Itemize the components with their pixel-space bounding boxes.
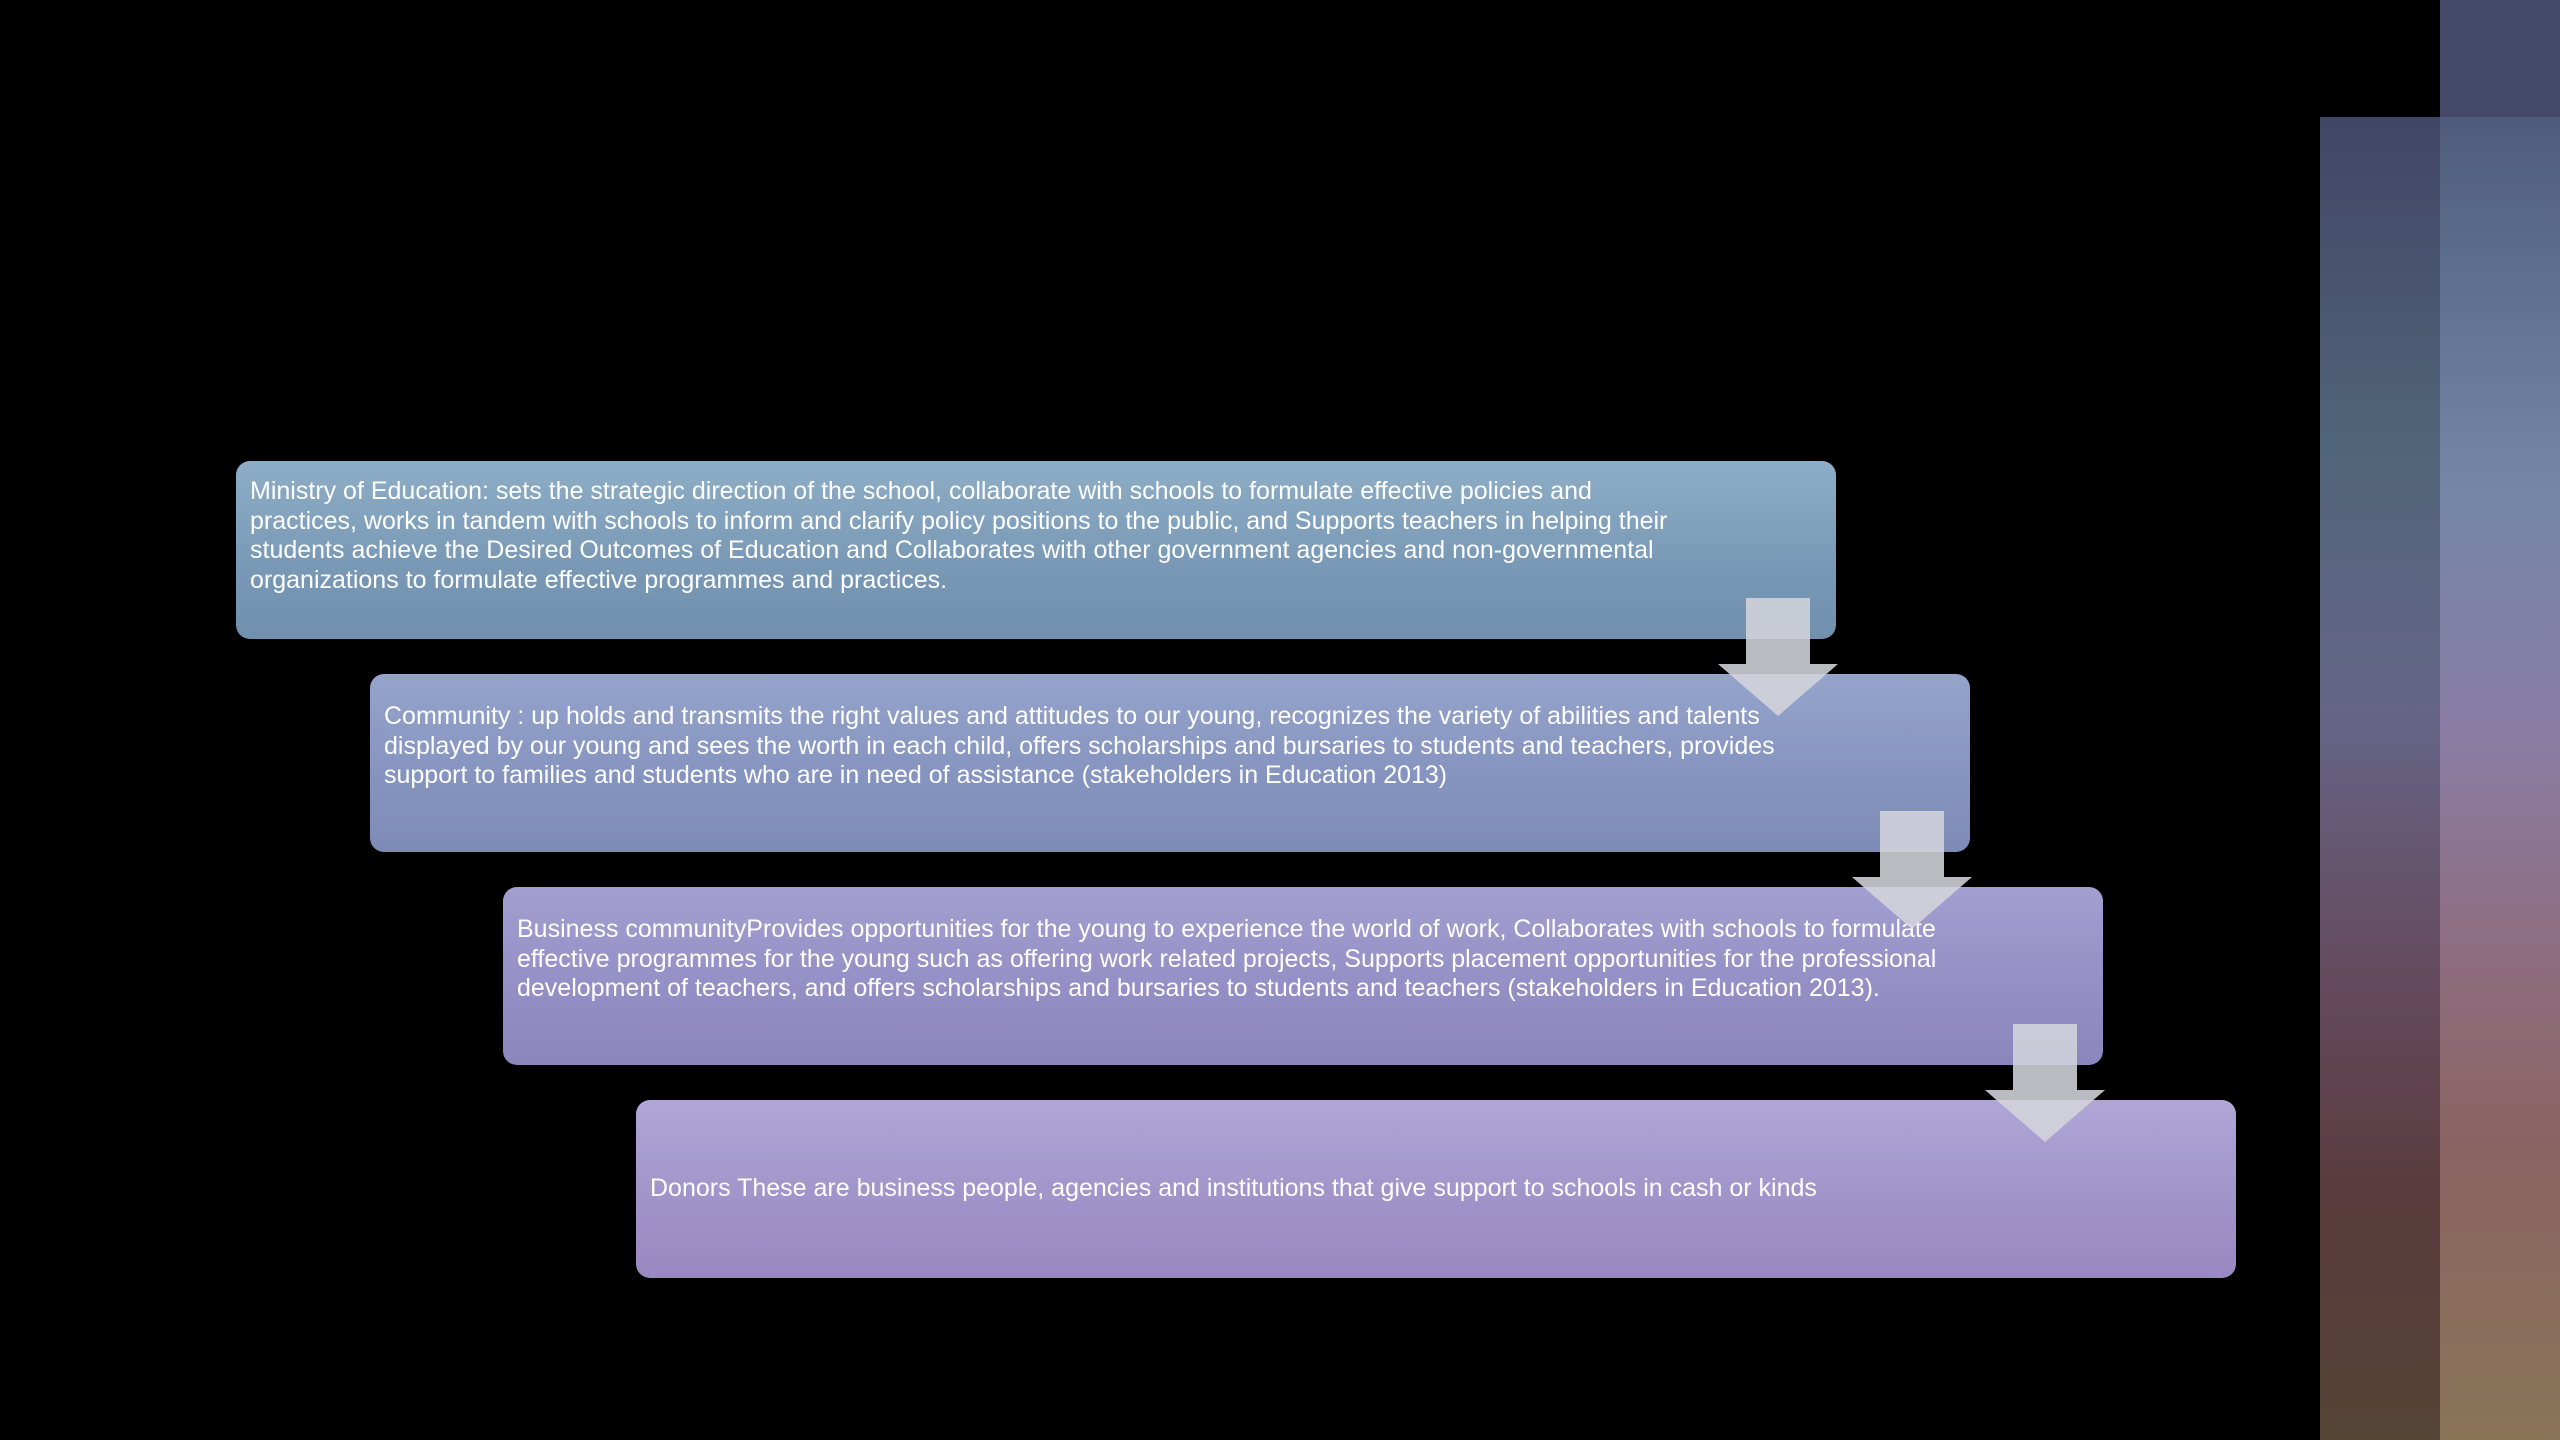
- down-arrow-icon: [1852, 811, 1972, 929]
- decorative-panel: [2440, 0, 2560, 1440]
- step-text: Business communityProvides opportunities…: [517, 915, 1937, 1002]
- process-step-ministry-of-education: Ministry of Education: sets the strategi…: [236, 461, 1836, 639]
- down-arrow-icon: [1718, 598, 1838, 716]
- process-step-business-community: Business communityProvides opportunities…: [503, 887, 2103, 1065]
- process-step-donors: Donors These are business people, agenci…: [636, 1100, 2236, 1278]
- step-text: Ministry of Education: sets the strategi…: [250, 477, 1668, 594]
- process-step-community: Community : up holds and transmits the r…: [370, 674, 1970, 852]
- step-text: Community : up holds and transmits the r…: [384, 702, 1775, 789]
- decorative-panel: [2440, 0, 2560, 117]
- step-text: Donors These are business people, agenci…: [650, 1174, 1817, 1203]
- down-arrow-icon: [1985, 1024, 2105, 1142]
